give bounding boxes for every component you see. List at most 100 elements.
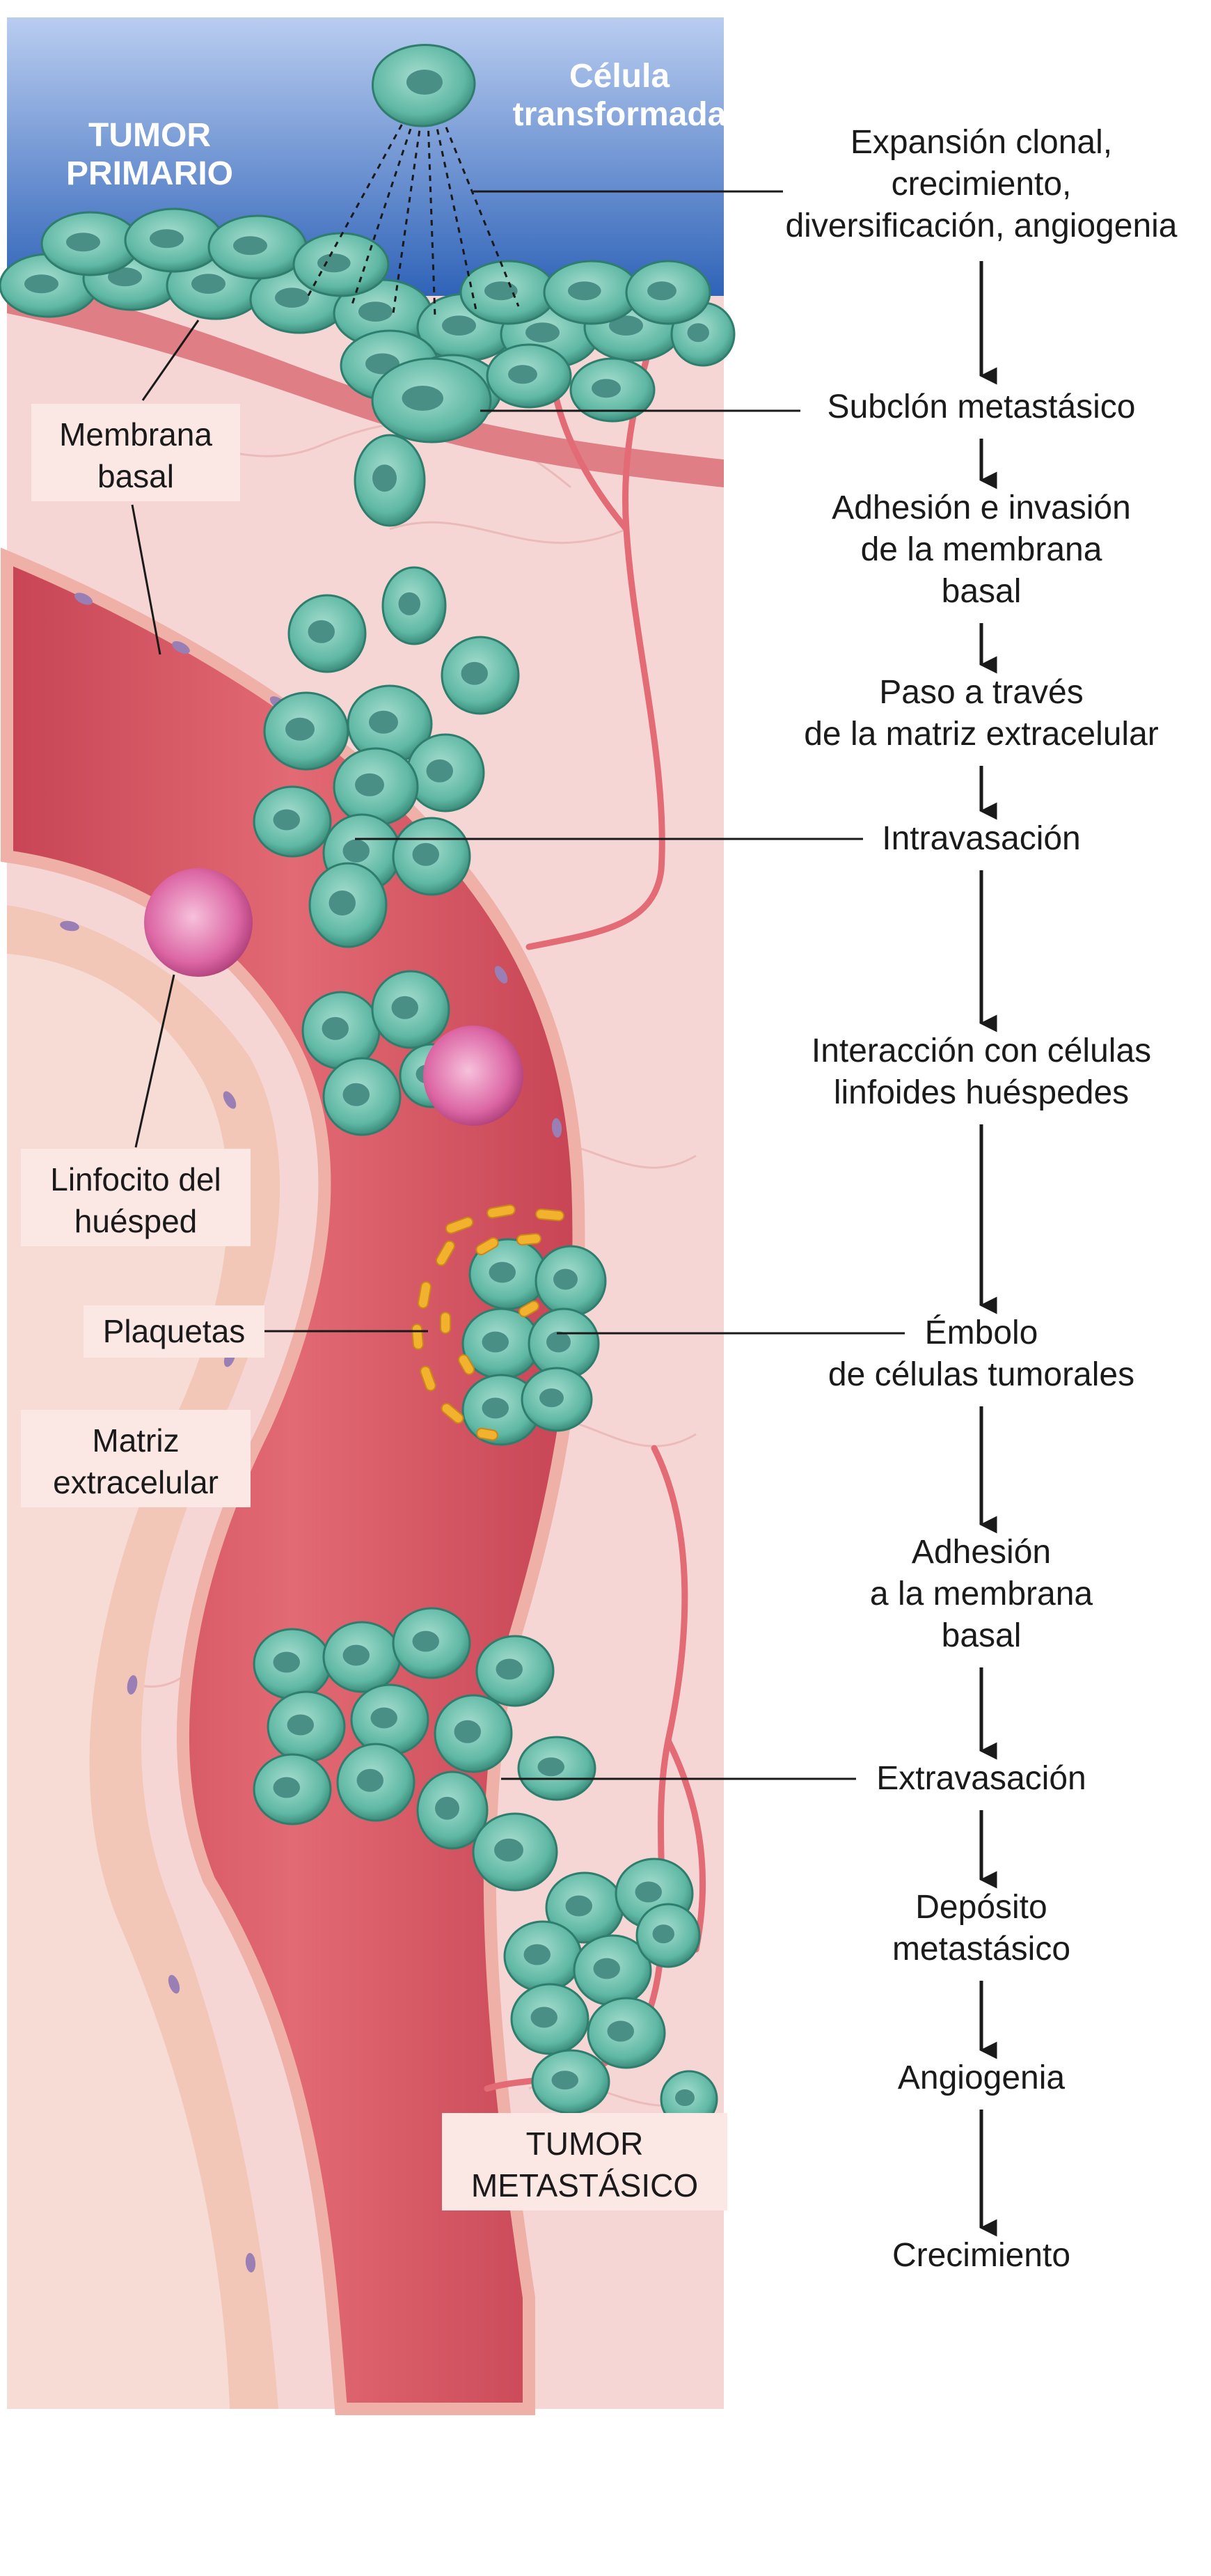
step-11: Angiogenia: [898, 2059, 1066, 2096]
platelet: [440, 1312, 451, 1334]
tumor-cell-nucleus: [539, 1388, 564, 1408]
svg-text:basal: basal: [97, 458, 174, 494]
host-lymphocyte-2: [423, 1026, 523, 1126]
svg-text:transformada: transformada: [513, 96, 727, 133]
platelet: [445, 1216, 474, 1234]
svg-text:Angiogenia: Angiogenia: [898, 2059, 1066, 2096]
tumor-cell-nucleus: [508, 365, 537, 384]
step-10: Depósito metastásico: [892, 1889, 1070, 1968]
label-platelets: Plaquetas: [84, 1305, 264, 1358]
svg-text:Célula: Célula: [569, 58, 670, 95]
tumor-cell-nucleus: [454, 1720, 481, 1743]
svg-text:Émbolo: Émbolo: [925, 1314, 1038, 1351]
svg-text:METASTÁSICO: METASTÁSICO: [471, 2167, 698, 2204]
svg-text:huésped: huésped: [74, 1203, 198, 1239]
label-metastatic-tumor: TUMOR METASTÁSICO: [442, 2113, 727, 2210]
step-leaders: [355, 190, 905, 1780]
svg-text:crecimiento,: crecimiento,: [892, 166, 1072, 203]
tumor-cell-nucleus: [273, 809, 300, 831]
tumor-cell-nucleus: [342, 1083, 370, 1106]
label-extracellular-matrix: Matriz extracelular: [21, 1410, 251, 1507]
svg-text:Interacción con células: Interacción con células: [812, 1032, 1151, 1069]
label-host-lymphocyte: Linfocito del huésped: [21, 1149, 251, 1246]
platelet: [458, 1354, 475, 1375]
tumor-cell-nucleus: [482, 1397, 509, 1419]
svg-text:de la membrana: de la membrana: [861, 531, 1102, 568]
tumor-cell-nucleus: [24, 274, 58, 294]
host-lymphocyte-1: [144, 868, 253, 977]
tumor-cell-nucleus: [356, 1768, 383, 1792]
step-5: Intravasación: [882, 820, 1081, 857]
svg-text:de células tumorales: de células tumorales: [828, 1356, 1134, 1393]
svg-text:basal: basal: [942, 1617, 1022, 1654]
tumor-cell-nucleus: [442, 315, 476, 336]
svg-text:extracelular: extracelular: [53, 1464, 219, 1500]
step-8: Adhesión a la membrana basal: [870, 1534, 1093, 1654]
tumor-cell-nucleus: [273, 1777, 300, 1798]
tumor-cell-nucleus: [370, 1707, 397, 1729]
svg-text:Intravasación: Intravasación: [882, 820, 1081, 857]
tumor-cell-nucleus: [412, 842, 439, 866]
tumor-cell-nucleus: [285, 717, 315, 741]
tumor-cell-nucleus: [402, 386, 443, 411]
step-6: Interacción con células linfoides huéspe…: [812, 1032, 1151, 1111]
svg-text:Membrana: Membrana: [59, 416, 212, 453]
tumor-cell-nucleus: [482, 1331, 509, 1353]
label-basement-membrane: Membrana basal: [31, 404, 240, 501]
svg-text:diversificación, angiogenia: diversificación, angiogenia: [785, 207, 1177, 244]
svg-text:Depósito: Depósito: [915, 1889, 1047, 1926]
tumor-cell-nucleus: [435, 1796, 459, 1820]
basement-membrane-leaders: [131, 320, 200, 655]
svg-text:Adhesión e invasión: Adhesión e invasión: [832, 489, 1131, 526]
svg-text:Linfocito del: Linfocito del: [50, 1161, 221, 1197]
svg-text:Extravasación: Extravasación: [876, 1760, 1086, 1797]
tumor-cell-nucleus: [496, 1658, 523, 1680]
tumor-cell-nucleus: [687, 323, 709, 343]
platelet: [519, 1301, 539, 1317]
tumor-cell-nucleus: [287, 1714, 314, 1736]
tumor-cell-nucleus: [191, 274, 225, 294]
tumor-cell-nucleus: [553, 1269, 578, 1290]
tumor-cell-nucleus: [537, 1757, 564, 1777]
tumor-cell-nucleus: [568, 281, 601, 301]
tumor-cell-nucleus: [565, 1895, 592, 1917]
svg-text:Subclón metastásico: Subclón metastásico: [828, 388, 1136, 425]
step-3: Adhesión e invasión de la membrana basal: [832, 489, 1131, 610]
svg-text:Adhesión: Adhesión: [912, 1534, 1051, 1571]
tumor-cell-nucleus: [358, 301, 393, 322]
svg-text:Plaquetas: Plaquetas: [103, 1313, 246, 1349]
transformed-cell-rays: [305, 114, 520, 317]
tumor-cell-nucleus: [412, 1631, 439, 1652]
tumor-cell-nucleus: [322, 1016, 349, 1040]
tumor-cell-nucleus: [355, 773, 384, 796]
step-2: Subclón metastásico: [828, 388, 1136, 425]
platelet: [411, 1324, 424, 1350]
svg-text:Crecimiento: Crecimiento: [892, 2237, 1070, 2274]
tumor-cell-nucleus: [273, 1651, 300, 1673]
host-lymphocyte-leader: [134, 974, 175, 1148]
tumor-cell-nucleus: [647, 281, 676, 301]
tumor-cell-nucleus: [342, 1644, 370, 1666]
tumor-cell-nucleus: [150, 229, 184, 249]
transformed-cell: [371, 44, 476, 127]
platelet: [476, 1427, 498, 1441]
tumor-cell-nucleus: [398, 592, 420, 615]
svg-text:de la matriz extracelular: de la matriz extracelular: [804, 716, 1159, 753]
svg-text:a la membrana: a la membrana: [870, 1576, 1093, 1612]
platelet: [441, 1402, 464, 1424]
vessel-wall-outer: [7, 905, 280, 2409]
platelet: [417, 1281, 432, 1309]
tumor-cell-nucleus: [675, 2089, 695, 2106]
tumor-cell-nucleus: [592, 379, 621, 398]
tumor-cell-nucleus: [635, 1881, 662, 1903]
tumor-cell-nucleus: [329, 890, 356, 916]
step-4: Paso a través de la matriz extracelular: [804, 674, 1159, 753]
basement-membrane: [7, 278, 724, 487]
tumor-cell-nucleus: [372, 464, 397, 492]
platelet: [475, 1237, 499, 1255]
tumor-cell-nucleus: [275, 288, 309, 308]
tumor-cell-nucleus: [489, 1262, 516, 1283]
svg-text:PRIMARIO: PRIMARIO: [66, 155, 233, 192]
tumor-cell-nucleus: [317, 253, 351, 273]
tumor-cell-nucleus: [308, 620, 335, 643]
